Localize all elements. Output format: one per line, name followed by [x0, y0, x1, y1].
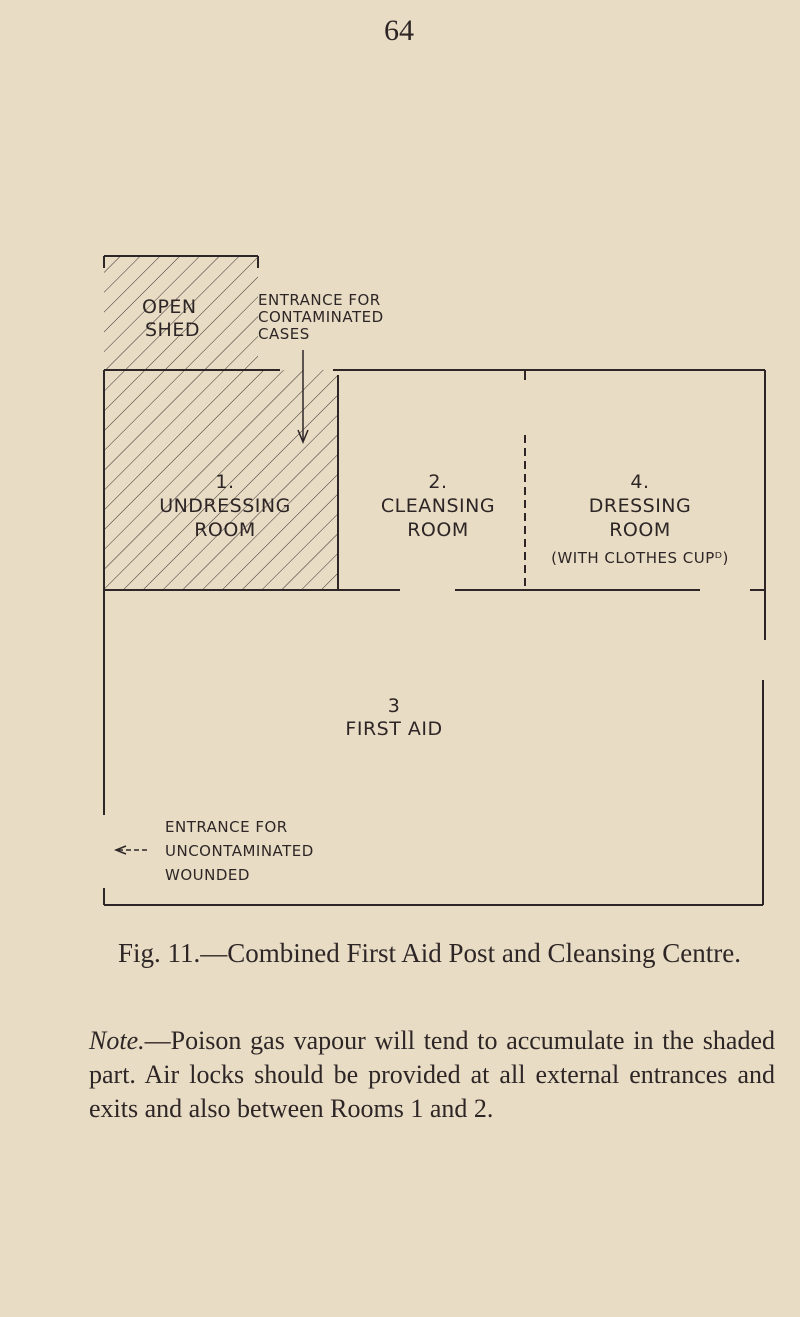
uncontaminated-arrow-icon [113, 845, 150, 855]
shed-label: SHED [145, 319, 200, 341]
page-number: 64 [384, 14, 414, 47]
entrance-uncontaminated-label: UNCONTAMINATED [165, 842, 314, 860]
entrance-contaminated-label: CONTAMINATED [258, 308, 384, 326]
note-text: —Poison gas vapour will tend to accumula… [89, 1026, 775, 1123]
room2-number: 2. [428, 471, 447, 493]
room2-name: ROOM [407, 519, 469, 541]
figure-caption: Fig. 11.—Combined First Aid Post and Cle… [118, 938, 742, 968]
room3-name: FIRST AID [345, 718, 442, 740]
note-label: Note. [89, 1026, 145, 1055]
entrance-uncontaminated-label: ENTRANCE FOR [165, 818, 288, 836]
floor-plan-diagram: OPEN SHED ENTRANCE FOR CONTAMINATED CASE… [103, 255, 766, 906]
room3-number: 3 [388, 695, 401, 717]
room4-number: 4. [630, 471, 649, 493]
shed-label: OPEN [142, 296, 197, 318]
entrance-arrow-icon [297, 350, 309, 444]
entrance-uncontaminated-label: WOUNDED [165, 866, 250, 884]
entrance-contaminated-label: CASES [258, 325, 310, 343]
undressing-room-shaded-area [104, 370, 338, 590]
room2-name: CLEANSING [381, 495, 495, 517]
walls [103, 255, 766, 906]
entrance-contaminated-label: ENTRANCE FOR [258, 291, 381, 309]
room1-number: 1. [215, 471, 234, 493]
figure-note: Note.—Poison gas vapour will tend to acc… [89, 1024, 775, 1126]
room4-note: (WITH CLOTHES CUPᴰ) [551, 549, 729, 567]
room1-name: ROOM [194, 519, 256, 541]
room1-name: UNDRESSING [159, 495, 291, 517]
open-shed-shaded-area [104, 256, 258, 370]
room4-name: DRESSING [589, 495, 692, 517]
room4-name: ROOM [609, 519, 671, 541]
